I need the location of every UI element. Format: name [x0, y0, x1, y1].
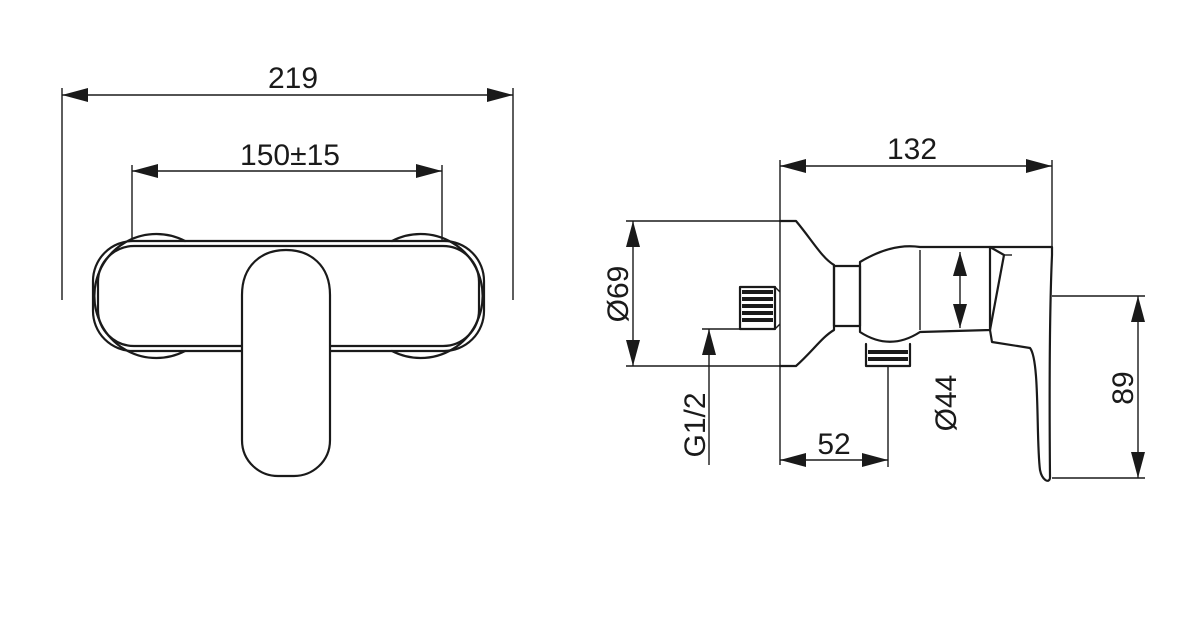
- dim-centre-distance: 150±15: [131, 139, 443, 240]
- cartridge-body: [858, 245, 1006, 343]
- dim-label-d44: Ø44: [930, 375, 963, 432]
- outlet-thread: [864, 342, 912, 368]
- front-view: [91, 232, 486, 478]
- dim-body-diameter: Ø44: [930, 252, 967, 431]
- dim-rosette-diameter: Ø69: [602, 220, 782, 367]
- wall-rosette: [778, 219, 836, 368]
- dim-depth: 132: [779, 133, 1053, 465]
- dim-label-150: 150±15: [240, 139, 340, 172]
- inlet-thread: [738, 285, 781, 331]
- dim-label-219: 219: [268, 62, 318, 95]
- right-rosette: [390, 232, 484, 360]
- lever-side: [988, 245, 1054, 482]
- dim-connection-thread: G1/2: [679, 328, 742, 465]
- dim-label-89: 89: [1107, 371, 1140, 404]
- dim-label-52: 52: [817, 428, 850, 461]
- lever: [240, 248, 332, 478]
- dim-label-d69: Ø69: [602, 266, 635, 323]
- dim-lever-height: 89: [1052, 295, 1145, 479]
- lever-top-line: [241, 295, 331, 300]
- dim-label-132: 132: [887, 133, 937, 166]
- dim-label-g12: G1/2: [679, 392, 712, 457]
- neck: [832, 264, 862, 328]
- dim-total-width: 219: [61, 62, 514, 300]
- left-rosette: [93, 232, 187, 360]
- dim-outlet-offset: 52: [780, 366, 889, 467]
- side-view: [738, 219, 1054, 482]
